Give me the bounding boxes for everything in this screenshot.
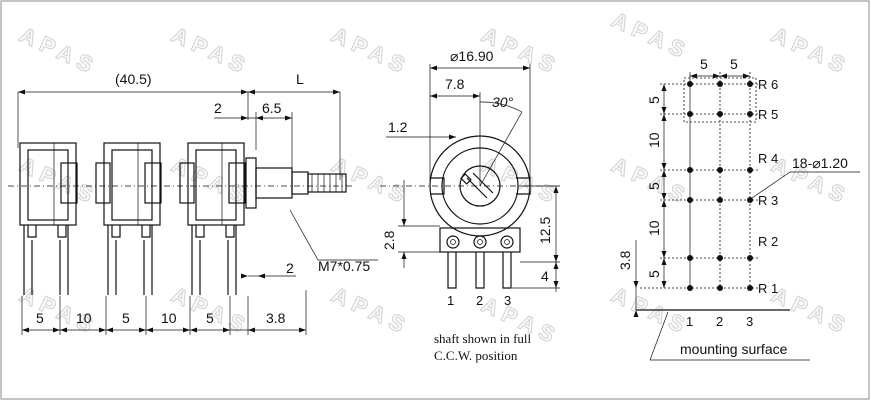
dim-pitch: 3.8 bbox=[266, 310, 286, 326]
dim-row-pitch: 10 bbox=[646, 132, 662, 148]
pot-section-1 bbox=[19, 142, 78, 295]
thread-spec: M7*0.75 bbox=[318, 258, 370, 274]
row-label: R 3 bbox=[758, 193, 778, 208]
pot-section-2 bbox=[95, 142, 162, 295]
dim-center-height: 12.5 bbox=[537, 217, 553, 244]
dim-overall-length: (40.5) bbox=[115, 71, 152, 87]
hole bbox=[687, 167, 693, 173]
holes bbox=[687, 81, 753, 291]
mounting-surface-label: mounting surface bbox=[680, 341, 788, 357]
col-label: 2 bbox=[716, 314, 723, 329]
hole bbox=[717, 197, 723, 203]
dim-diameter: ⌀16.90 bbox=[450, 48, 494, 64]
bottom-dimension-chain: 5 10 5 10 5 3.8 bbox=[21, 290, 307, 335]
row-label: R 5 bbox=[758, 107, 778, 122]
dim-bushing-length: 6.5 bbox=[262, 100, 282, 116]
dim-shaft-length: L bbox=[296, 71, 304, 87]
hole bbox=[687, 285, 693, 291]
dim-pitch: 5 bbox=[36, 310, 44, 326]
pin-label: 3 bbox=[504, 293, 511, 308]
dim-bushing-step: 2 bbox=[214, 100, 222, 116]
col-label: 3 bbox=[746, 314, 753, 329]
note-line-1: shaft shown in full bbox=[434, 331, 532, 346]
dim-terminal-height: 2.8 bbox=[381, 230, 397, 250]
hole bbox=[687, 111, 693, 117]
dim-key-width: 1.2 bbox=[388, 119, 408, 135]
pot-section-3 bbox=[179, 142, 246, 295]
dim-angle: 30° bbox=[492, 94, 514, 110]
hole-spec: 18-⌀1.20 bbox=[792, 155, 848, 171]
row-label: R 2 bbox=[758, 234, 778, 249]
hole bbox=[687, 81, 693, 87]
hole bbox=[717, 81, 723, 87]
side-view: (40.5) L 2 6.5 bbox=[8, 71, 378, 335]
dim-pitch: 10 bbox=[76, 310, 92, 326]
dim-row-pitch: 5 bbox=[646, 182, 662, 190]
hole bbox=[747, 255, 753, 261]
dim-pitch: 5 bbox=[206, 310, 214, 326]
hole bbox=[747, 111, 753, 117]
dim-row-pitch: 5 bbox=[646, 270, 662, 278]
hole bbox=[717, 285, 723, 291]
dim-col-pitch: 5 bbox=[700, 56, 708, 72]
hole bbox=[747, 285, 753, 291]
dim-pitch: 5 bbox=[122, 310, 130, 326]
front-view: ⌀16.90 7.8 30° 1.2 2.8 bbox=[380, 48, 560, 363]
hole bbox=[747, 197, 753, 203]
pin-label: 1 bbox=[447, 293, 454, 308]
hole bbox=[717, 167, 723, 173]
hole-pattern-view: 5 5 R 6 R 5 R 4 R 3 R 2 R 1 5 10 5 bbox=[617, 56, 860, 361]
dim-center-offset: 7.8 bbox=[445, 76, 465, 92]
note-line-2: C.C.W. position bbox=[434, 348, 518, 363]
row-label: R 4 bbox=[758, 151, 778, 166]
dim-terminal-offset: 2 bbox=[286, 260, 294, 276]
row-label: R 1 bbox=[758, 281, 778, 296]
hole bbox=[747, 81, 753, 87]
hole bbox=[717, 255, 723, 261]
dim-pitch: 10 bbox=[161, 310, 177, 326]
hole bbox=[687, 255, 693, 261]
bushing-and-shaft bbox=[245, 157, 347, 209]
dim-col-pitch: 5 bbox=[730, 56, 738, 72]
hole bbox=[687, 197, 693, 203]
row-label: R 6 bbox=[758, 77, 778, 92]
pin-label: 2 bbox=[476, 293, 483, 308]
col-label: 1 bbox=[686, 314, 693, 329]
hole bbox=[717, 111, 723, 117]
dim-row-pitch: 10 bbox=[646, 220, 662, 236]
hole bbox=[747, 167, 753, 173]
dim-row-pitch: 5 bbox=[646, 96, 662, 104]
dim-surface-offset: 3.8 bbox=[617, 250, 633, 270]
dim-pin-length: 4 bbox=[541, 268, 549, 284]
